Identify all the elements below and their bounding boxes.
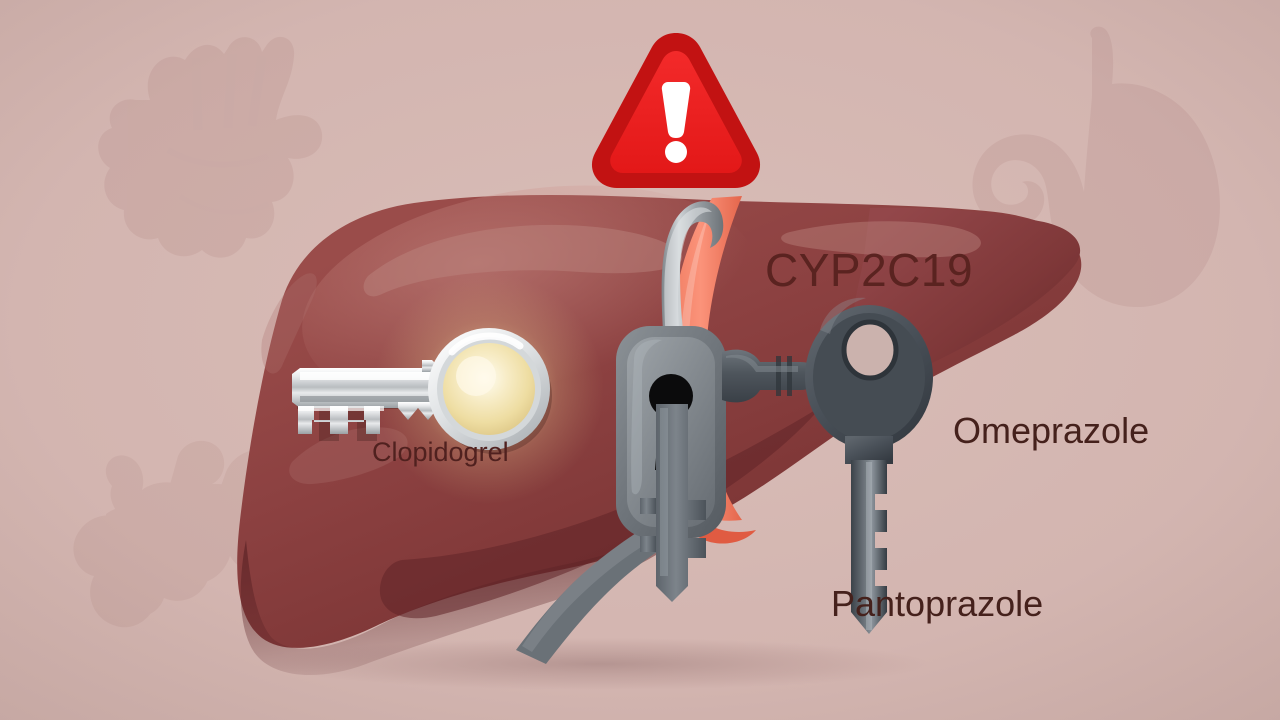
- liver-ground-shadow: [270, 638, 930, 690]
- key-bit: [298, 406, 380, 434]
- padlock-shackle-highlight: [664, 207, 712, 344]
- padlock-inserted-key: [640, 404, 706, 602]
- liver-specular-3: [289, 427, 408, 485]
- key-bow-specular: [448, 332, 524, 356]
- dark-key-neck: [845, 436, 893, 464]
- key-shaft-lowlight: [300, 396, 460, 402]
- warning-exclamation-dot: [665, 141, 687, 163]
- key-bit-highlight: [298, 406, 384, 411]
- dark-key-bow-hole-rim: [841, 319, 899, 381]
- connector-notch-1: [776, 356, 781, 396]
- liver-specular-1: [363, 224, 683, 297]
- connector-notch-2: [787, 356, 792, 396]
- connector-highlight: [726, 354, 798, 372]
- key-shaft-highlight: [300, 372, 460, 380]
- stomach-icon: [972, 26, 1220, 308]
- key-bow-inner-glow: [456, 356, 496, 396]
- dark-key-bow-specular: [820, 297, 866, 334]
- liver-band-strap-end: [687, 512, 756, 544]
- heart-icon: [98, 36, 323, 258]
- dark-key-icon: [805, 297, 933, 634]
- dark-key-blade: [851, 460, 887, 634]
- liver-lower-wedge: [379, 406, 822, 619]
- padlock-body-specular: [631, 339, 662, 495]
- inserted-key-teeth: [640, 498, 656, 552]
- warning-triangle-icon: [591, 33, 761, 188]
- liver-specular-2: [781, 221, 981, 258]
- lock-lower-stem: [516, 516, 684, 664]
- clopidogrel-key: [292, 328, 550, 450]
- warning-exclamation-stem: [661, 82, 691, 138]
- liver-specular-4: [261, 273, 317, 374]
- inserted-key-blade-highlight: [660, 408, 668, 576]
- dark-key-bow-hole: [844, 322, 896, 378]
- connector-bar: [722, 349, 818, 403]
- lock-key-connector: [722, 349, 818, 403]
- dark-key-blade-highlight: [866, 462, 872, 630]
- inserted-key-blade: [656, 404, 706, 602]
